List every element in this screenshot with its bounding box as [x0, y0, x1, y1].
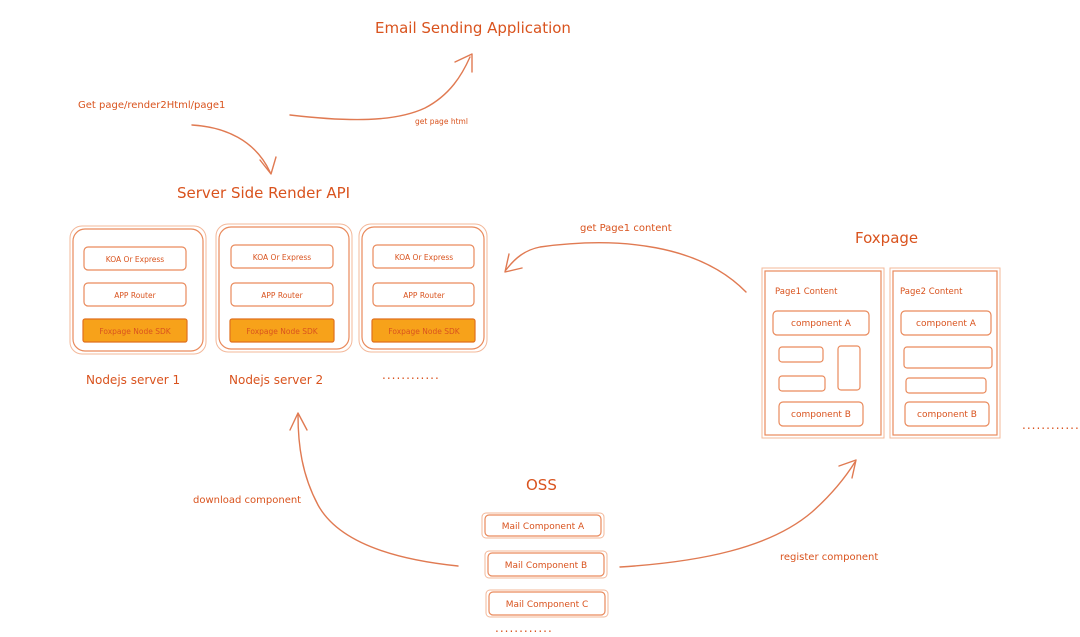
oss-label: OSS	[526, 476, 557, 494]
register-component-label: register component	[780, 552, 878, 563]
oss-component-a: Mail Component A	[502, 522, 585, 532]
server-2-name: Nodejs server 2	[229, 373, 323, 387]
nodejs-server-3: KOA Or Express APP Router Foxpage Node S…	[358, 223, 488, 353]
page2-title: Page2 Content	[900, 287, 963, 297]
nodejs-server-2: KOA Or Express APP Router Foxpage Node S…	[215, 223, 353, 353]
page1-component-a: component A	[791, 319, 852, 329]
arrow-to-ssr-api	[191, 124, 277, 175]
server-3-router-label: APP Router	[403, 291, 445, 300]
foxpage-label: Foxpage	[855, 229, 918, 247]
server-2-router-label: APP Router	[261, 291, 303, 300]
server-3-koa-label: KOA Or Express	[395, 253, 454, 262]
oss-component-b: Mail Component B	[505, 561, 587, 571]
server-3-sdk-label: Foxpage Node SDK	[388, 327, 460, 336]
arrow-get-page1-content	[504, 242, 747, 293]
page1-content-card: Page1 Content component A component B	[761, 267, 885, 439]
server-2-koa-label: KOA Or Express	[253, 253, 312, 262]
email-app-label: Email Sending Application	[375, 19, 571, 37]
page1-component-b: component B	[791, 410, 851, 420]
oss-component-list: Mail Component A Mail Component B Mail C…	[481, 512, 609, 618]
more-pages-ellipsis: ............	[1022, 418, 1080, 432]
server-1-name: Nodejs server 1	[86, 373, 180, 387]
server-1-koa-label: KOA Or Express	[106, 255, 165, 264]
get-page-request-label: Get page/render2Html/page1	[78, 100, 225, 111]
page1-title: Page1 Content	[775, 287, 838, 297]
more-oss-ellipsis: ............	[495, 621, 553, 635]
arrow-to-email-app	[289, 53, 473, 121]
get-page-html-label: get page html	[415, 117, 468, 126]
ssr-api-label: Server Side Render API	[177, 184, 350, 202]
arrow-download-component	[289, 412, 459, 567]
download-component-label: download component	[193, 495, 301, 506]
server-2-sdk-label: Foxpage Node SDK	[246, 327, 318, 336]
arrow-register-component	[619, 459, 857, 568]
page2-component-a: component A	[916, 319, 977, 329]
more-servers-ellipsis: ............	[382, 368, 440, 382]
oss-component-c: Mail Component C	[506, 600, 589, 610]
server-1-sdk-label: Foxpage Node SDK	[99, 327, 171, 336]
nodejs-server-1: KOA Or Express APP Router Foxpage Node S…	[69, 225, 207, 355]
page2-component-b: component B	[917, 410, 977, 420]
server-1-router-label: APP Router	[114, 291, 156, 300]
page2-content-card: Page2 Content component A component B	[889, 267, 1001, 439]
get-page1-content-label: get Page1 content	[580, 223, 672, 234]
